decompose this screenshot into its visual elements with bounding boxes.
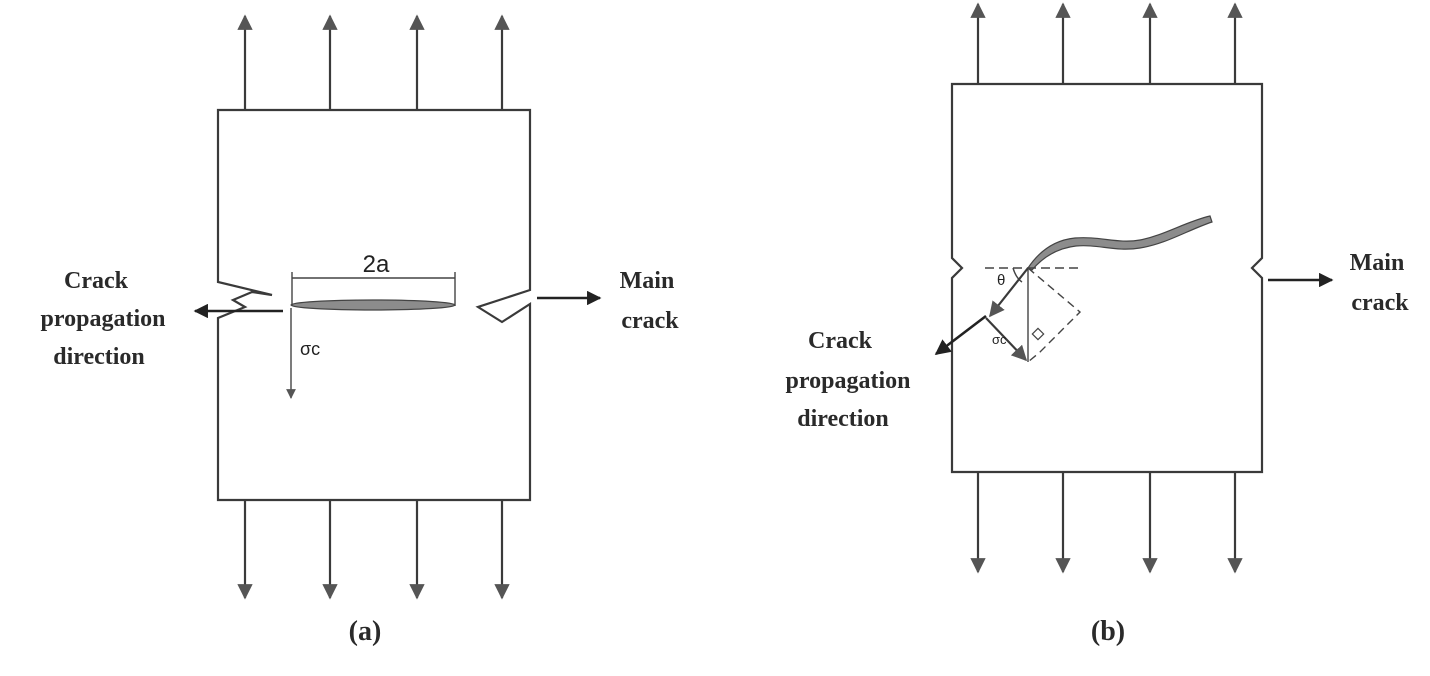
panel-b-angle-arc <box>1012 267 1023 283</box>
panel-a-bottom-arrows <box>237 500 510 600</box>
panel-b-right-angle-mark <box>1031 327 1045 341</box>
panel-a-left-label-line1: Crack <box>64 268 129 294</box>
panel-a-top-arrows <box>237 14 510 110</box>
panel-b-left-label-line2: propagation <box>786 368 911 394</box>
panel-b-inclined-stress <box>989 267 1029 318</box>
panel-b-top-arrows <box>970 2 1243 84</box>
panel-a-right-label: Main crack <box>620 268 681 334</box>
panel-b-propagation-arrow <box>934 314 987 356</box>
panel-a: 2a σc Crack propagation direction Main c… <box>41 14 681 647</box>
panel-b-left-label-line1: Crack <box>808 328 873 354</box>
panel-b-caption: (b) <box>1091 616 1125 647</box>
panel-b-component-box <box>1027 267 1082 363</box>
panel-b: θ σc Crack propagation direction Main cr… <box>786 2 1411 647</box>
panel-b-stress-label: σc <box>992 332 1007 347</box>
panel-a-specimen <box>216 108 532 502</box>
panel-a-right-label-line1: Main <box>620 268 675 294</box>
panel-b-crack <box>1027 215 1213 271</box>
panel-b-angle-label: θ <box>997 272 1005 289</box>
panel-a-left-label-line3: direction <box>53 344 145 370</box>
panel-a-crack-length-label: 2a <box>363 251 390 278</box>
panel-a-right-label-line2: crack <box>621 308 679 334</box>
panel-b-right-label-line1: Main <box>1350 250 1405 276</box>
panel-a-crack <box>290 299 456 311</box>
panel-a-dimension <box>291 272 456 306</box>
panel-b-normal-component <box>985 317 1028 362</box>
panel-a-stress-label: σc <box>300 339 320 359</box>
panel-a-left-label-line2: propagation <box>41 306 166 332</box>
panel-b-left-label-line3: direction <box>797 406 889 432</box>
panel-a-caption: (a) <box>349 616 382 647</box>
panel-b-right-label-line2: crack <box>1351 290 1409 316</box>
panel-a-left-label: Crack propagation direction <box>41 268 172 370</box>
panel-b-bottom-arrows <box>970 472 1243 574</box>
panel-b-left-label: Crack propagation direction <box>786 328 917 432</box>
panel-b-right-label: Main crack <box>1350 250 1411 316</box>
panel-b-specimen <box>950 82 1264 474</box>
